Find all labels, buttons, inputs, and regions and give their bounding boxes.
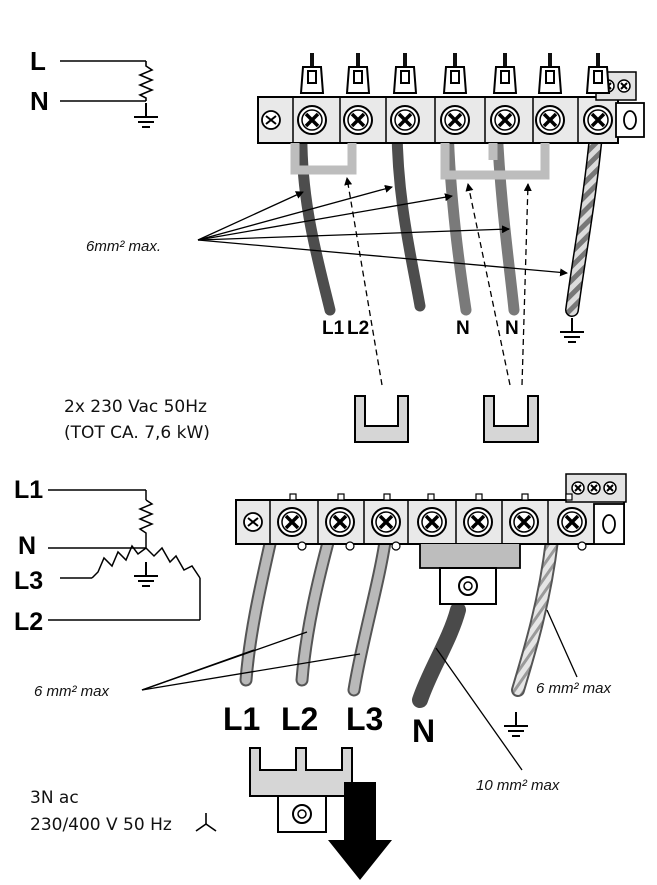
earth-icon (133, 102, 159, 128)
wire-label-l2: L2 (281, 701, 318, 737)
top-supply-line2: (TOT CA. 7,6 kW) (64, 423, 210, 443)
neutral-size-label: 10 mm² max (476, 777, 560, 794)
schematic-label-n: N (30, 86, 49, 116)
bottom-wires (239, 528, 559, 708)
earth-icon (559, 317, 585, 343)
wire-label-l1: L1 (223, 701, 260, 737)
bridge-jumper-icon (354, 395, 539, 443)
earth-icon (503, 711, 529, 737)
star-connection-icon (195, 813, 217, 832)
wire-label-l2: L2 (347, 318, 369, 339)
bridge-jumper-icon (249, 747, 353, 833)
top-terminal-block (257, 52, 645, 180)
schematic-label-l2: L2 (14, 608, 43, 636)
bottom-wire-labels: L1 L2 L3 N (223, 701, 529, 749)
schematic-label-l3: L3 (14, 567, 43, 595)
bottom-terminal-block (235, 473, 627, 605)
earth-icon (133, 561, 159, 587)
bottom-size-pointers: 6 mm² max 6 mm² max 10 mm² max (34, 609, 612, 794)
schematic-label-n: N (18, 532, 36, 560)
wire-label-l1: L1 (322, 318, 345, 339)
wire-label-n2: N (505, 318, 519, 339)
top-schematic: L N (30, 46, 159, 128)
schematic-label-l1: L1 (14, 476, 43, 504)
wire-label-n: N (412, 713, 435, 749)
top-supply-line1: 2x 230 Vac 50Hz (64, 397, 207, 417)
bottom-supply-line2: 230/400 V 50 Hz (30, 815, 172, 835)
earth-size-label: 6 mm² max (536, 680, 612, 697)
wire-label-l3: L3 (346, 701, 383, 737)
down-arrow-icon (328, 782, 392, 880)
wire-label-n1: N (456, 318, 470, 339)
resistor-icon (137, 61, 155, 101)
top-size-pointers: 6mm² max. (86, 177, 568, 386)
phase-size-label: 6 mm² max (34, 683, 110, 700)
bottom-schematic: L1 N L3 L2 (14, 476, 201, 636)
bottom-supply-line1: 3N ac (30, 788, 79, 808)
wire-size-label: 6mm² max. (86, 238, 161, 255)
top-wire-labels: L1 L2 N N (322, 317, 585, 343)
schematic-label-l: L (30, 46, 46, 76)
